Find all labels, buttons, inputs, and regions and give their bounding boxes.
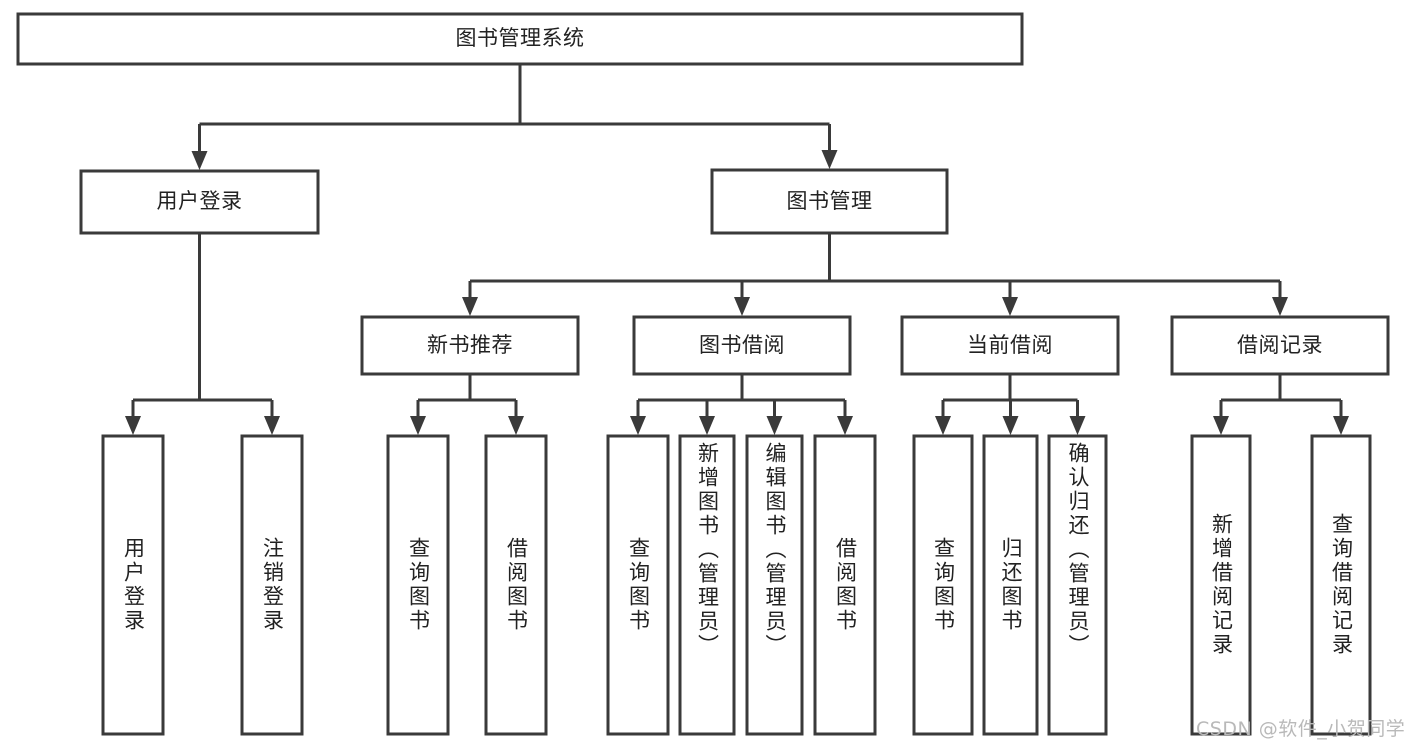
arrow-head-icon — [1002, 297, 1018, 316]
node-box-leaf-add-record[interactable] — [1190, 434, 1252, 736]
node-box-leaf-query-record[interactable] — [1310, 434, 1372, 736]
arrow-head-icon — [125, 416, 141, 435]
node-box-leaf-query-book-2[interactable] — [606, 434, 670, 736]
node-box-leaf-borrow-book-2[interactable] — [813, 434, 877, 736]
arrow-head-icon — [935, 416, 951, 435]
arrow-head-icon — [1002, 416, 1019, 435]
node-box-l2-borrow-record[interactable] — [1170, 315, 1390, 376]
node-box-leaf-borrow-book-1[interactable] — [484, 434, 548, 736]
node-box-leaf-query-book-3[interactable] — [912, 434, 974, 736]
node-box-l2-book-borrow[interactable] — [632, 315, 852, 376]
node-box-leaf-add-book-admin[interactable] — [678, 434, 736, 736]
node-box-leaf-user-login[interactable] — [101, 434, 165, 736]
arrow-head-icon — [734, 297, 750, 316]
node-box-root[interactable] — [16, 12, 1024, 66]
arrow-head-icon — [410, 416, 426, 435]
edges-layer — [125, 64, 1349, 435]
node-box-leaf-return-book[interactable] — [982, 434, 1039, 736]
arrow-head-icon — [508, 416, 524, 435]
arrow-head-icon — [766, 416, 783, 435]
arrow-head-icon — [630, 416, 646, 435]
node-box-leaf-query-book-1[interactable] — [386, 434, 450, 736]
boxes-layer — [16, 12, 1390, 736]
arrow-head-icon — [699, 416, 715, 435]
arrow-head-icon — [1333, 416, 1349, 435]
arrow-head-icon — [1069, 416, 1086, 435]
node-box-leaf-edit-book-admin[interactable] — [745, 434, 804, 736]
node-box-l1-user-login[interactable] — [79, 169, 320, 235]
arrow-head-icon — [264, 416, 280, 435]
arrow-head-icon — [462, 297, 478, 316]
watermark-text: CSDN @软件_小贺同学 — [1196, 718, 1405, 740]
node-box-l1-book-mgmt[interactable] — [710, 168, 949, 235]
node-box-l2-current-borrow[interactable] — [900, 315, 1120, 376]
arrow-head-icon — [821, 150, 838, 169]
node-box-leaf-logout[interactable] — [240, 434, 304, 736]
node-box-leaf-confirm-return-admin[interactable] — [1047, 434, 1108, 736]
arrow-head-icon — [191, 151, 208, 170]
node-box-l2-new-book-rec[interactable] — [360, 315, 580, 376]
arrow-head-icon — [837, 416, 853, 435]
arrow-head-icon — [1213, 416, 1229, 435]
arrow-head-icon — [1272, 297, 1288, 316]
